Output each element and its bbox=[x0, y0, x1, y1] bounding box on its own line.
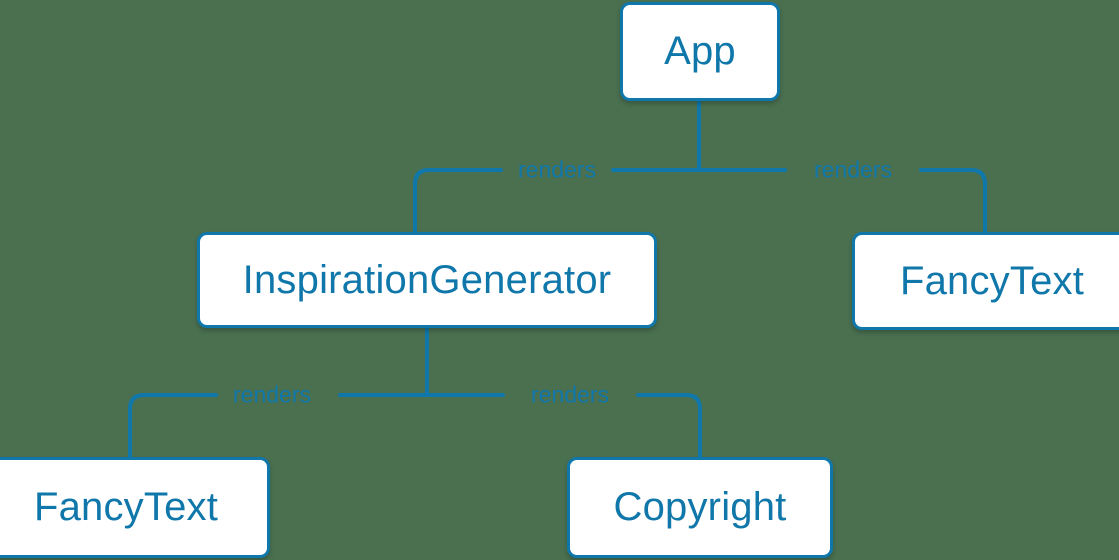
edge-label-inspiration-generator-to-fancytext-left: renders bbox=[233, 381, 311, 408]
edge-app-to-fancytext-bar-outer bbox=[919, 168, 987, 234]
node-app-label: App bbox=[664, 29, 736, 73]
node-app[interactable]: App bbox=[620, 2, 780, 101]
edge-app-to-inspgen-bar-outer bbox=[413, 168, 503, 234]
node-inspiration-generator[interactable]: InspirationGenerator bbox=[197, 232, 657, 328]
node-fancytext-left[interactable]: FancyText bbox=[0, 457, 270, 558]
edge-label-app-to-fancytext-right: renders bbox=[814, 156, 892, 183]
node-copyright[interactable]: Copyright bbox=[567, 457, 833, 558]
node-copyright-label: Copyright bbox=[613, 485, 787, 529]
node-fancytext-left-label: FancyText bbox=[33, 485, 219, 529]
edge-label-app-to-inspiration-generator: renders bbox=[518, 156, 596, 183]
edge-inspgen-to-fancytext-bar-outer bbox=[128, 393, 218, 459]
node-inspiration-generator-label: InspirationGenerator bbox=[242, 257, 612, 302]
node-fancytext-right-label: FancyText bbox=[899, 258, 1085, 303]
edge-label-inspiration-generator-to-copyright: renders bbox=[531, 381, 609, 408]
edge-inspgen-to-copyright-bar-outer bbox=[636, 393, 702, 459]
node-fancytext-right[interactable]: FancyText bbox=[852, 232, 1119, 330]
